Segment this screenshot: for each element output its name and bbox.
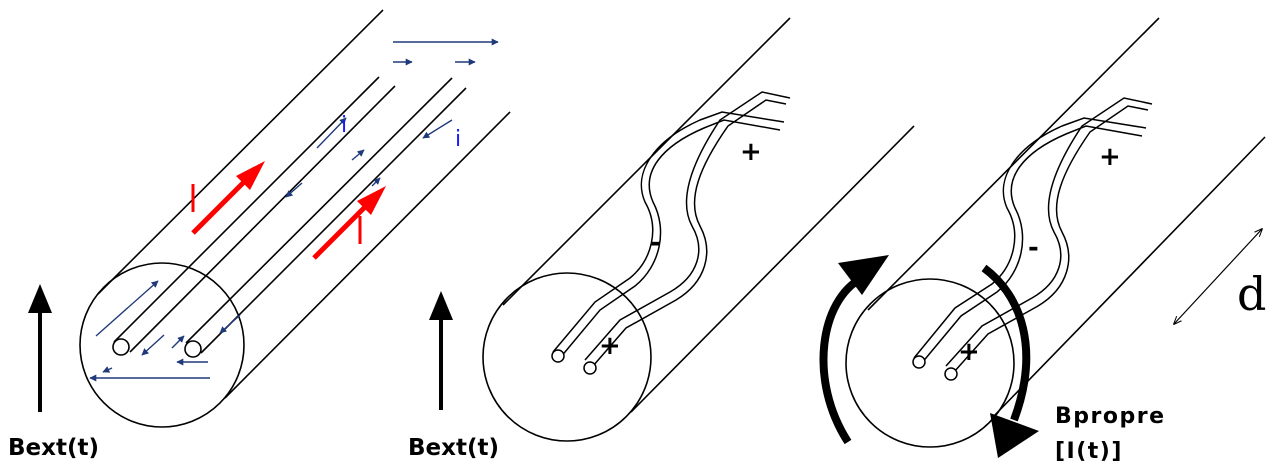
current-arrow-right (312, 186, 386, 260)
strand-end-a (912, 355, 926, 369)
external-field-label: Bext(t) (8, 435, 99, 461)
loop-sign-middle: - (650, 228, 661, 258)
loop-sign-bottom: + (958, 337, 980, 367)
twisted-strand-b (945, 97, 1153, 373)
external-field-label: Bext(t) (408, 435, 499, 461)
induced-current-arrows (89, 38, 499, 382)
conductor-right (184, 77, 467, 358)
loop-sign-top: + (740, 137, 762, 167)
self-field-label-line1: Bpropre (1055, 404, 1166, 429)
dimension-arrow (1174, 229, 1262, 324)
panel-parallel-wires: i i Bext(t) (8, 9, 511, 461)
conductor-left (112, 76, 396, 356)
self-field-arrow-right (981, 264, 1039, 458)
cable-cylinder (845, 17, 1266, 448)
induced-current-label-right: i (455, 127, 461, 152)
strand-end-b (944, 367, 958, 381)
loop-sign-top: + (1099, 142, 1121, 172)
strand-end-a (551, 349, 565, 363)
dimension-label: d (1237, 267, 1266, 321)
cable-cylinder (482, 17, 915, 442)
twisted-strand-a (913, 117, 1147, 365)
external-field-arrow (429, 291, 453, 410)
loop-sign-middle: - (1028, 233, 1039, 263)
current-arrow-left (191, 161, 265, 235)
induced-current-label-top: i (341, 113, 347, 138)
panel-self-field: + - + Bpropre [I(t)] d (819, 17, 1266, 464)
twisted-strand-a (552, 111, 785, 359)
cable-cylinder (79, 9, 511, 428)
strand-end-b (583, 361, 597, 375)
external-field-arrow (28, 284, 52, 412)
self-field-label-line2: [I(t)] (1055, 439, 1123, 464)
twisted-strand-b (584, 91, 791, 367)
panel-twisted-pair: + - + Bext(t) (408, 17, 915, 461)
loop-sign-bottom: + (599, 331, 621, 361)
self-field-arrow-left (819, 255, 889, 445)
